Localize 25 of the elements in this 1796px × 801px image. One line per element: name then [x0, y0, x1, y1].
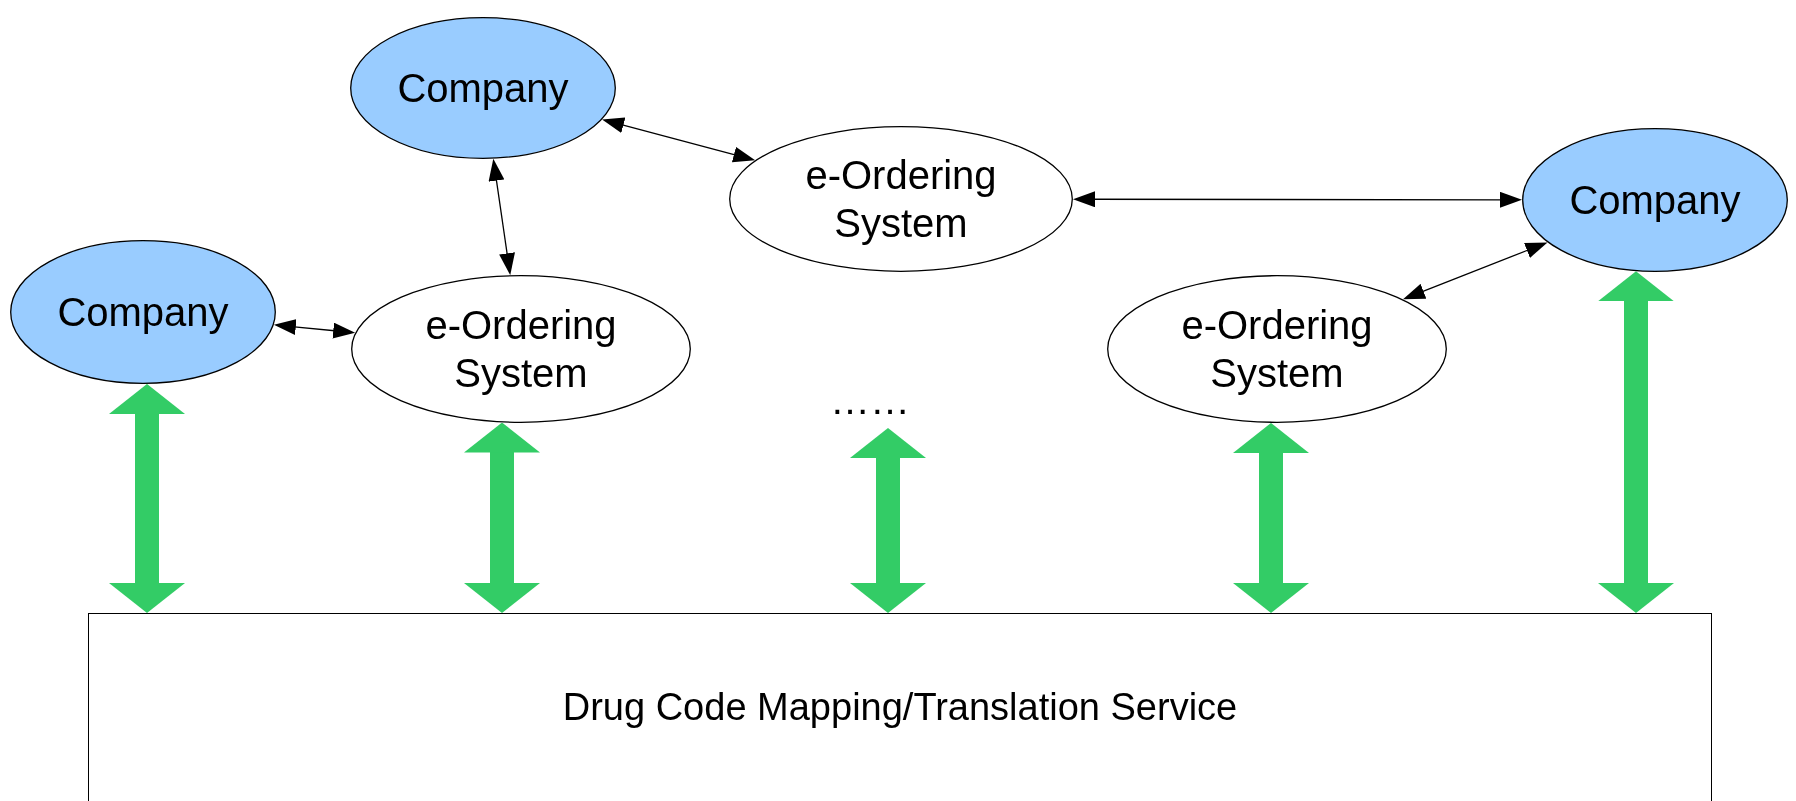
- ellipse-node: [1107, 275, 1447, 423]
- arrow: [1403, 242, 1548, 300]
- node-label: Drug Code Mapping/Translation Service: [562, 685, 1238, 731]
- arrow: [602, 117, 756, 163]
- arrow: [1073, 191, 1522, 208]
- node-label: Company: [397, 65, 569, 112]
- ellipse-node: [10, 240, 276, 384]
- node-label: e-Ordering System: [804, 152, 998, 247]
- double-arrow: [850, 428, 926, 613]
- double-arrow: [1233, 422, 1309, 613]
- arrow: [273, 319, 356, 339]
- service-box: [88, 613, 1712, 801]
- double-arrow: [464, 422, 540, 613]
- double-arrow: [1598, 271, 1674, 613]
- node-label: Company: [57, 289, 229, 336]
- node-label: ……: [830, 377, 910, 424]
- arrow: [488, 158, 515, 276]
- ellipse-node: [729, 126, 1073, 272]
- ellipse-node: [1522, 128, 1788, 272]
- node-label: e-Ordering System: [1180, 302, 1374, 397]
- double-arrow: [109, 383, 185, 613]
- ellipse-node: [350, 17, 616, 159]
- ellipse-node: [351, 275, 691, 423]
- node-label: e-Ordering System: [424, 302, 618, 397]
- node-label: Company: [1569, 177, 1741, 224]
